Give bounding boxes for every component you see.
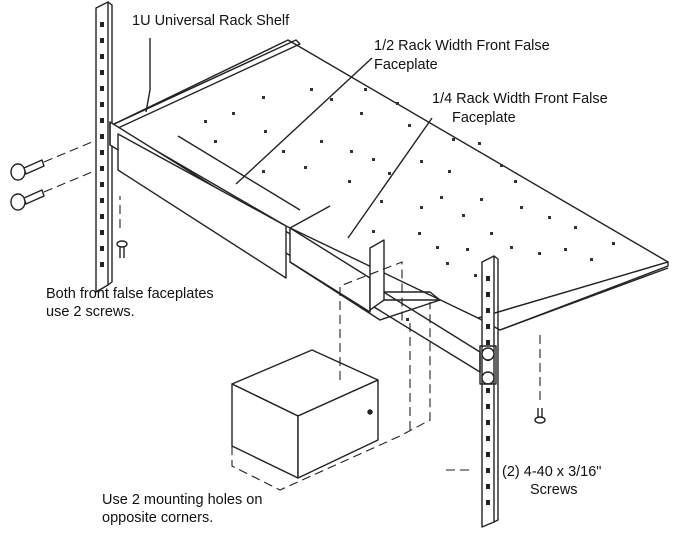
small-screw <box>534 408 546 424</box>
screws-spec-line1: (2) 4-40 x 3/16" <box>502 464 602 480</box>
quarter-faceplate-callout-line2: Faceplate <box>452 110 516 126</box>
l-bracket <box>369 239 385 311</box>
half-width-faceplate <box>117 133 287 279</box>
right-rail-screw-top <box>481 347 495 361</box>
device-box-side <box>297 379 379 479</box>
half-faceplate-callout-line2: Faceplate <box>374 57 438 73</box>
left-rail-holes <box>100 22 104 267</box>
right-rail-screw-bottom <box>481 371 495 385</box>
faceplate-screws-note-line2: use 2 screws. <box>46 304 135 320</box>
half-faceplate-callout-line1: 1/2 Rack Width Front False <box>374 38 550 54</box>
shelf-left-bracket <box>111 39 301 129</box>
screws-spec-line2: Screws <box>530 482 578 498</box>
right-rail-holes <box>486 276 490 505</box>
rack-screw-top <box>10 159 45 181</box>
faceplate-screw <box>116 240 128 258</box>
mounting-holes-note-line1: Use 2 mounting holes on <box>102 492 263 508</box>
shelf-holes <box>204 88 615 321</box>
rack-screw-bottom <box>10 189 45 211</box>
quarter-width-faceplate <box>289 227 371 313</box>
mounting-holes-note-line2: opposite corners. <box>102 510 214 526</box>
shelf-callout-label: 1U Universal Rack Shelf <box>132 13 290 29</box>
faceplate-screws-note-line1: Both front false faceplates <box>46 286 214 302</box>
quarter-faceplate-callout-line1: 1/4 Rack Width Front False <box>432 91 608 107</box>
